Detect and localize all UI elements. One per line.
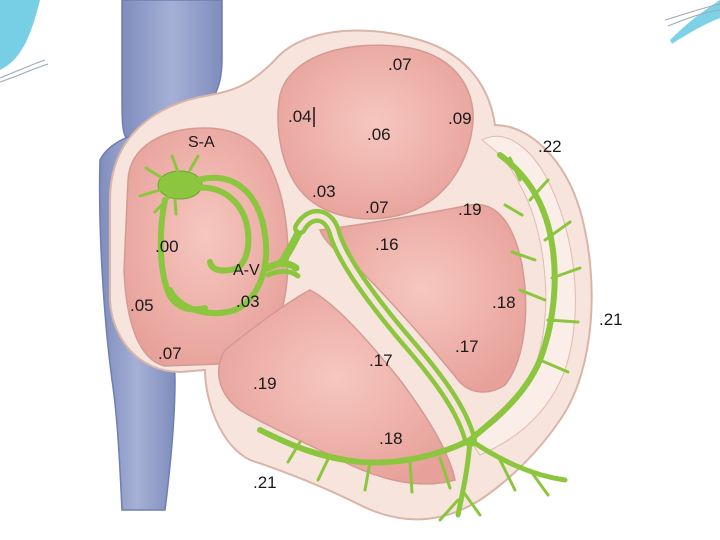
time-label-apex: .18 bbox=[379, 429, 403, 448]
av-node-label: A-V bbox=[233, 262, 260, 279]
time-label-av-below: .03 bbox=[236, 292, 260, 311]
time-label-lv-wall: .18 bbox=[492, 293, 516, 312]
time-label-ra-bottom: .07 bbox=[158, 344, 182, 363]
corner-decoration-top-right bbox=[665, 0, 720, 44]
time-label-ra-inner: .00 bbox=[155, 237, 179, 256]
time-label-lv-top: .19 bbox=[458, 200, 482, 219]
time-label-rv-mid: .17 bbox=[369, 351, 393, 370]
time-label-la-top: .07 bbox=[388, 55, 412, 74]
time-label-rv-left: .19 bbox=[253, 374, 277, 393]
time-label-la-right: .09 bbox=[448, 109, 472, 128]
time-label-la-outer: .22 bbox=[538, 137, 562, 156]
time-label-ra-outer: .05 bbox=[130, 296, 154, 315]
time-label-septum-mid: .16 bbox=[375, 235, 399, 254]
time-label-septum-upper: .03 bbox=[312, 182, 336, 201]
time-label-la-mid: .06 bbox=[367, 125, 391, 144]
time-label-la-bottom: .07 bbox=[365, 198, 389, 217]
time-label-outer-bottom: .21 bbox=[253, 473, 277, 492]
time-label-ra-top: .04 bbox=[288, 107, 312, 126]
time-label-outer-right: .21 bbox=[599, 310, 623, 329]
sa-node-label: S-A bbox=[188, 134, 215, 151]
time-label-lv-lower: .17 bbox=[455, 337, 479, 356]
corner-decoration-top-left bbox=[0, 0, 48, 82]
